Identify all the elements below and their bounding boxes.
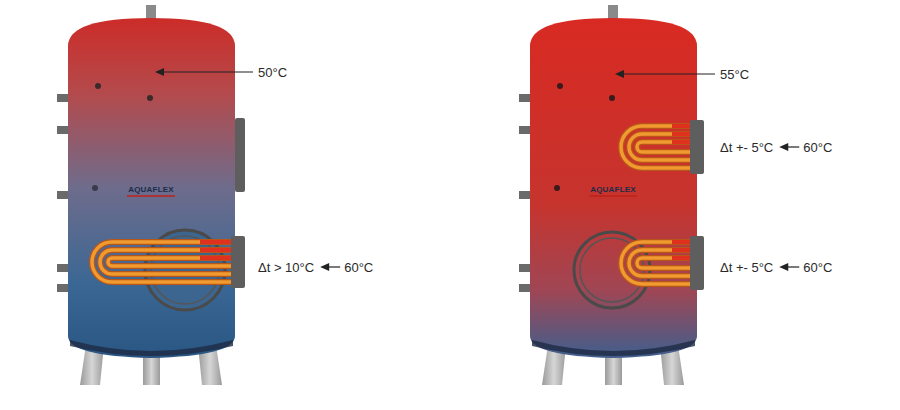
brand-label: AQUAFLEX bbox=[128, 186, 174, 194]
inlet-temperature-label: 60°C bbox=[803, 261, 832, 274]
inlet-temperature-label: 60°C bbox=[803, 141, 832, 154]
leader-arrow bbox=[779, 143, 799, 151]
delta-t-label: Δt +- 5°C bbox=[720, 141, 773, 154]
temperature-label: 55°C bbox=[720, 68, 749, 81]
temperature-label: 50°C bbox=[258, 66, 287, 79]
leader-arrow bbox=[320, 263, 340, 271]
brand-label: AQUAFLEX bbox=[590, 186, 636, 194]
inlet-temperature-label: 60°C bbox=[344, 261, 373, 274]
delta-t-label: Δt > 10°C bbox=[258, 261, 314, 274]
leader-arrow bbox=[779, 263, 799, 271]
delta-t-label: Δt +- 5°C bbox=[720, 261, 773, 274]
